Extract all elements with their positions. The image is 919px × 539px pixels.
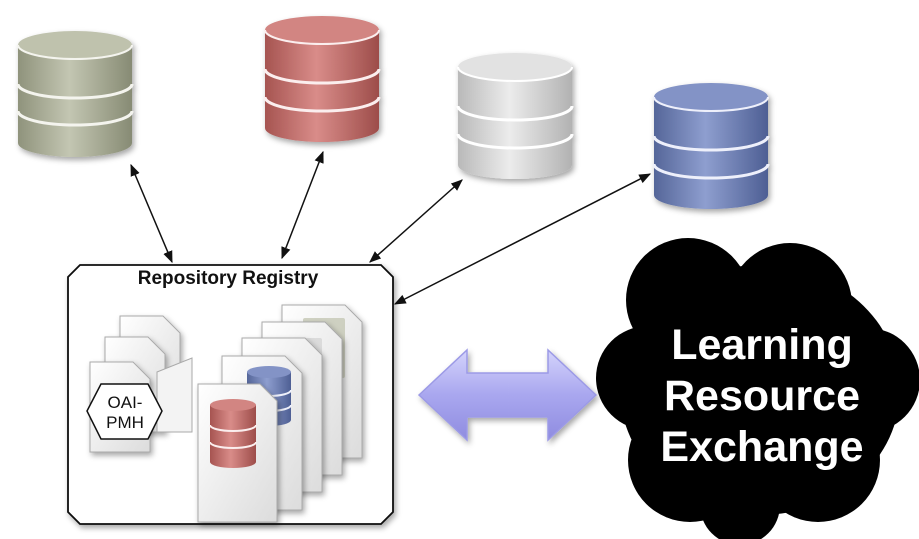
- connection-lines: [130, 150, 652, 305]
- repository-registry-box: Repository Registry OAI- PMH: [67, 264, 394, 525]
- learning-resource-exchange-cloud: Learning Resource Exchange: [596, 238, 919, 539]
- connector-olive: [130, 163, 173, 264]
- registry-title: Repository Registry: [138, 268, 319, 289]
- bidirectional-arrow-icon: [417, 348, 598, 442]
- cloud-label-line3: Exchange: [660, 423, 863, 471]
- database-olive-icon: [16, 31, 134, 157]
- database-gray-icon: [456, 53, 574, 179]
- connector-gray: [369, 179, 463, 263]
- oai-pmh-tag: OAI- PMH: [86, 383, 163, 440]
- connector-red: [281, 150, 324, 260]
- connector-blue: [393, 173, 652, 305]
- oai-pmh-label-line2: PMH: [106, 413, 144, 432]
- database-red-icon: [263, 16, 381, 142]
- cloud-label-line1: Learning: [671, 321, 853, 369]
- cloud-label-line2: Resource: [664, 372, 860, 420]
- oai-pmh-label-line1: OAI-: [108, 393, 143, 412]
- cloud-icon: [596, 238, 919, 539]
- registry-document-stack-icon: [197, 304, 363, 523]
- database-blue-icon: [652, 83, 770, 209]
- database-red-mini-icon: [209, 399, 257, 468]
